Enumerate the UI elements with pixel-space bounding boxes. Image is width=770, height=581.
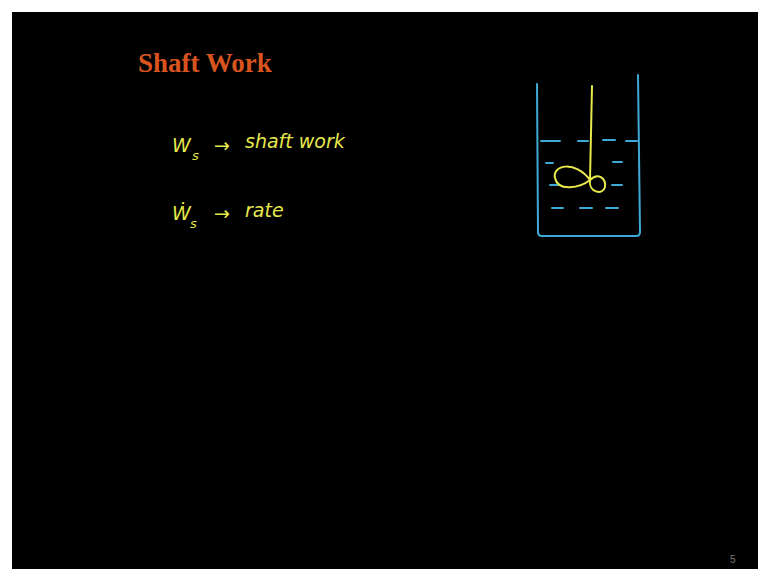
symbol: Ẇ <box>172 204 191 223</box>
arrow-symbol: → <box>214 204 230 223</box>
page-number: 5 <box>730 555 736 565</box>
subscript: s <box>192 149 199 162</box>
liquid-dashes <box>546 162 622 208</box>
slide-background <box>12 12 758 569</box>
handwritten-note: rate <box>245 201 284 220</box>
arrow-symbol: → <box>214 136 230 155</box>
slide-title: Shaft Work <box>138 50 272 77</box>
subscript: s <box>190 217 197 230</box>
beaker-outline <box>537 75 640 236</box>
stirrer-shaft <box>590 86 592 180</box>
stirrer-impeller <box>555 167 605 192</box>
handwritten-note: shaft work <box>245 132 345 151</box>
liquid-surface <box>541 140 637 141</box>
symbol: W <box>172 136 191 155</box>
